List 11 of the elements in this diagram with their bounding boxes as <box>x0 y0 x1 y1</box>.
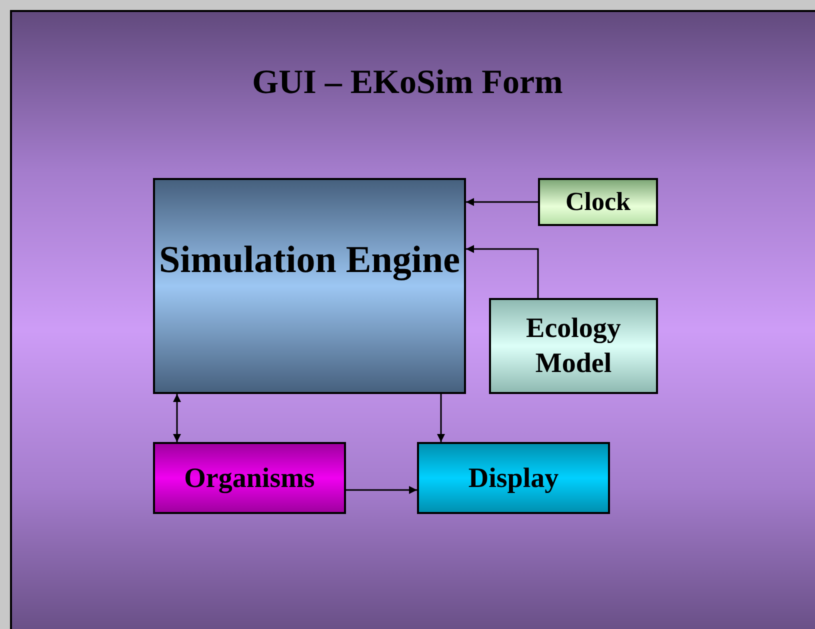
arrow <box>437 394 445 442</box>
process-box: Ecology Model <box>489 298 658 394</box>
arrow <box>173 394 181 442</box>
arrow <box>346 486 417 494</box>
arrow <box>466 245 539 298</box>
process-box: Organisms <box>153 442 346 514</box>
process-box: Display <box>417 442 610 514</box>
title: GUI – EKoSim Form <box>251 64 564 102</box>
arrow <box>466 198 538 206</box>
process-box: Simulation Engine <box>153 178 466 394</box>
process-box: Clock <box>538 178 658 226</box>
